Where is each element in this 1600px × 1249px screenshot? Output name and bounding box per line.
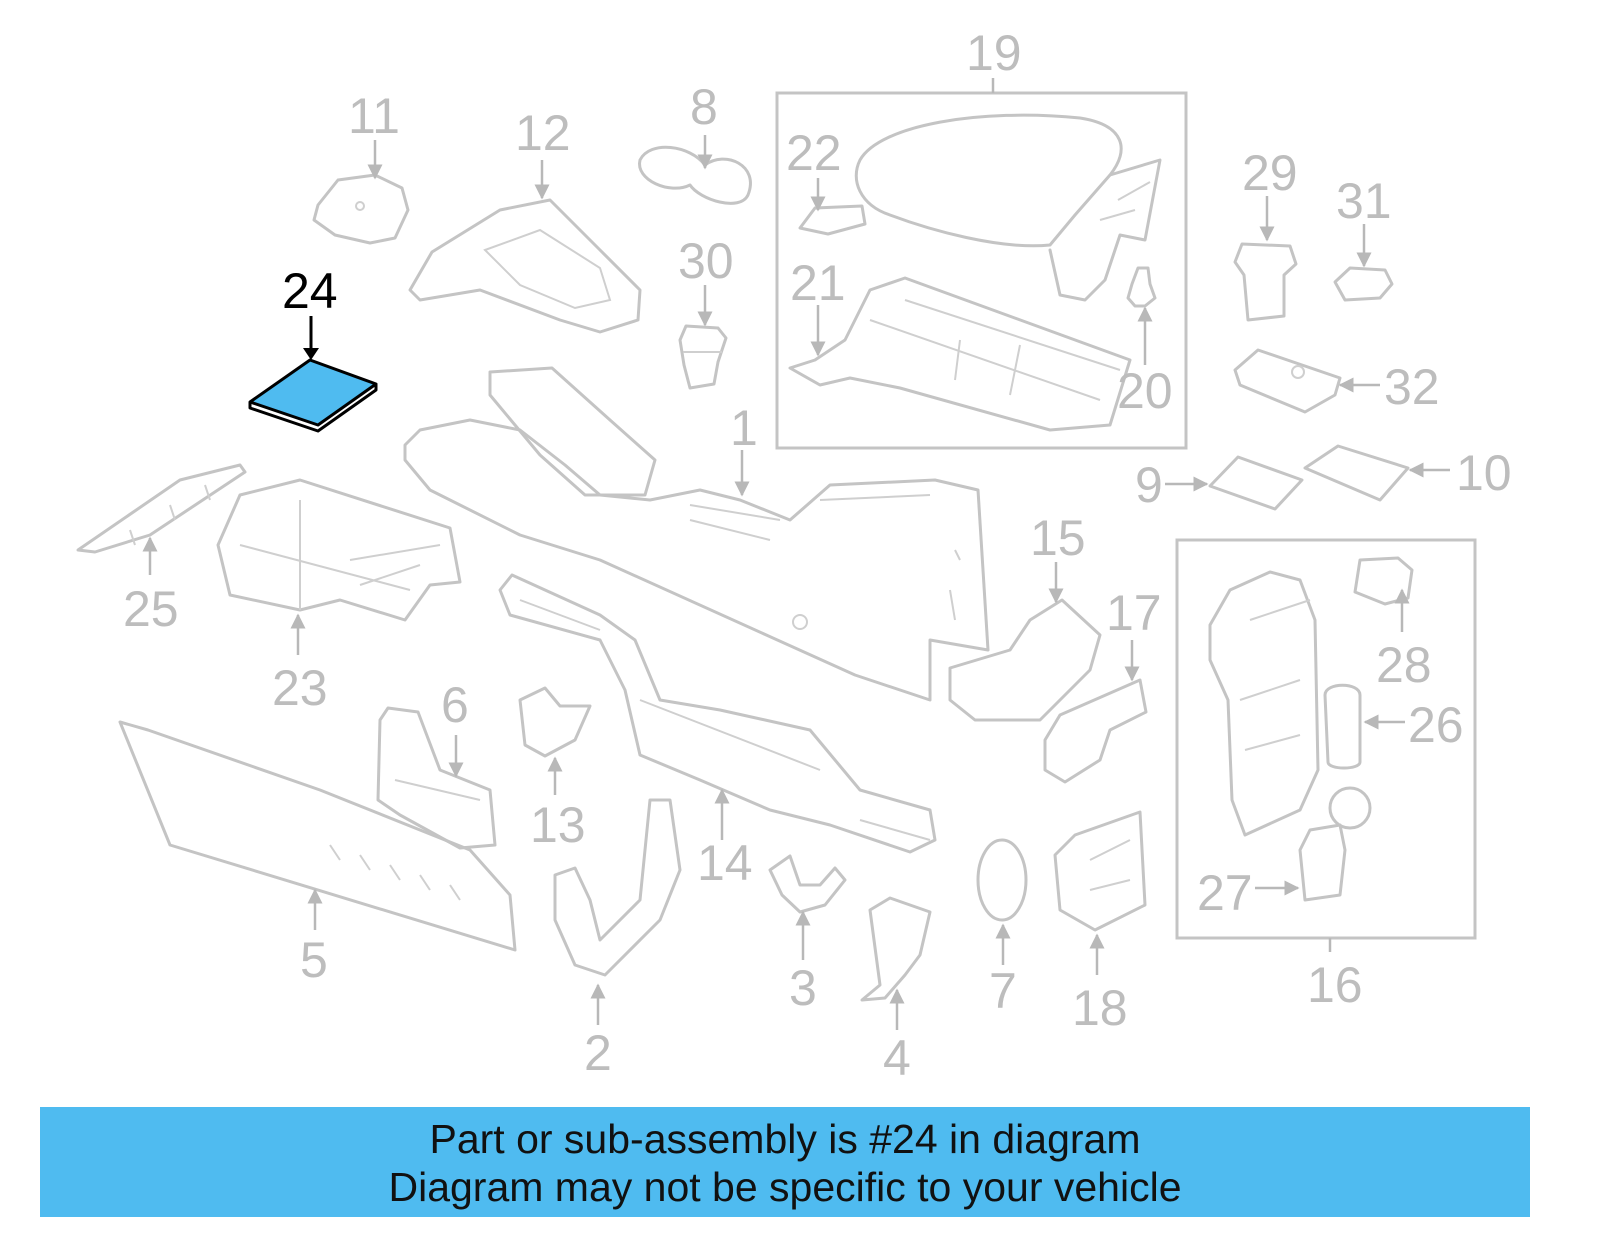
label-8: 8 [690, 79, 718, 135]
label-26: 26 [1408, 697, 1464, 753]
part-28-shape [1353, 556, 1414, 606]
label-23: 23 [272, 660, 328, 716]
part-4-shape [860, 896, 932, 1002]
part-number-labels: 1 2 3 4 5 6 7 8 9 10 11 12 13 14 15 16 1… [123, 25, 1512, 1086]
part-30-shape [678, 324, 728, 390]
label-21: 21 [790, 255, 846, 311]
part-22-shape [798, 204, 867, 236]
part-12-shape [408, 198, 642, 334]
label-16: 16 [1307, 957, 1363, 1013]
label-9: 9 [1135, 457, 1163, 513]
part-18-shape [1053, 810, 1147, 932]
part-14-shape [498, 573, 937, 854]
part-32-shape [1233, 348, 1342, 414]
part-15-shape [948, 598, 1102, 722]
label-15: 15 [1030, 510, 1086, 566]
assembly-box-16 [1175, 538, 1477, 940]
info-banner: Part or sub-assembly is #24 in diagram D… [40, 1107, 1530, 1217]
part-6-shape [376, 706, 497, 850]
part-19-shape [854, 113, 1162, 302]
label-7: 7 [989, 963, 1017, 1019]
part-29-shape [1233, 242, 1298, 322]
part-5-shape [118, 720, 517, 952]
label-30: 30 [678, 233, 734, 289]
part-10-shape [1303, 444, 1410, 502]
part-20-shape [1126, 266, 1157, 308]
part-27-shape [1298, 786, 1372, 902]
part-8-shape [638, 145, 752, 205]
part-17-shape [1043, 678, 1148, 784]
part-1-shape [403, 366, 990, 702]
part-11-shape [312, 173, 410, 245]
part-7-shape [976, 838, 1028, 922]
label-3: 3 [789, 960, 817, 1016]
label-17: 17 [1106, 585, 1162, 641]
label-28: 28 [1376, 637, 1432, 693]
label-6: 6 [441, 677, 469, 733]
part-13-shape [518, 686, 592, 758]
label-18: 18 [1072, 980, 1128, 1036]
label-10: 10 [1456, 445, 1512, 501]
label-12: 12 [515, 105, 571, 161]
label-25: 25 [123, 581, 179, 637]
label-20: 20 [1117, 363, 1173, 419]
part-16-shape [1208, 570, 1320, 837]
label-5: 5 [300, 932, 328, 988]
part-24-highlight [248, 358, 378, 433]
label-27: 27 [1197, 865, 1253, 921]
assembly-box-19 [775, 91, 1188, 450]
part-21-shape [788, 276, 1132, 432]
label-31: 31 [1336, 173, 1392, 229]
label-32: 32 [1384, 359, 1440, 415]
label-13: 13 [530, 797, 586, 853]
label-24: 24 [282, 263, 338, 319]
part-9-shape [1208, 455, 1304, 511]
label-29: 29 [1242, 145, 1298, 201]
label-2: 2 [584, 1025, 612, 1081]
label-19: 19 [966, 25, 1022, 81]
part-25-shape [76, 463, 247, 554]
part-23-shape [216, 478, 462, 622]
leader-lines [142, 78, 1450, 1030]
part-31-shape [1333, 266, 1394, 302]
part-24-leader [303, 316, 319, 360]
label-22: 22 [786, 125, 842, 181]
label-4: 4 [883, 1030, 911, 1086]
label-1: 1 [730, 400, 758, 456]
part-2-shape [553, 798, 682, 977]
label-11: 11 [348, 88, 400, 144]
part-26-shape [1323, 683, 1362, 770]
banner-line-2: Diagram may not be specific to your vehi… [388, 1164, 1182, 1210]
part-3-shape [768, 854, 847, 914]
banner-line-1: Part or sub-assembly is #24 in diagram [429, 1116, 1141, 1162]
label-14: 14 [697, 835, 753, 891]
